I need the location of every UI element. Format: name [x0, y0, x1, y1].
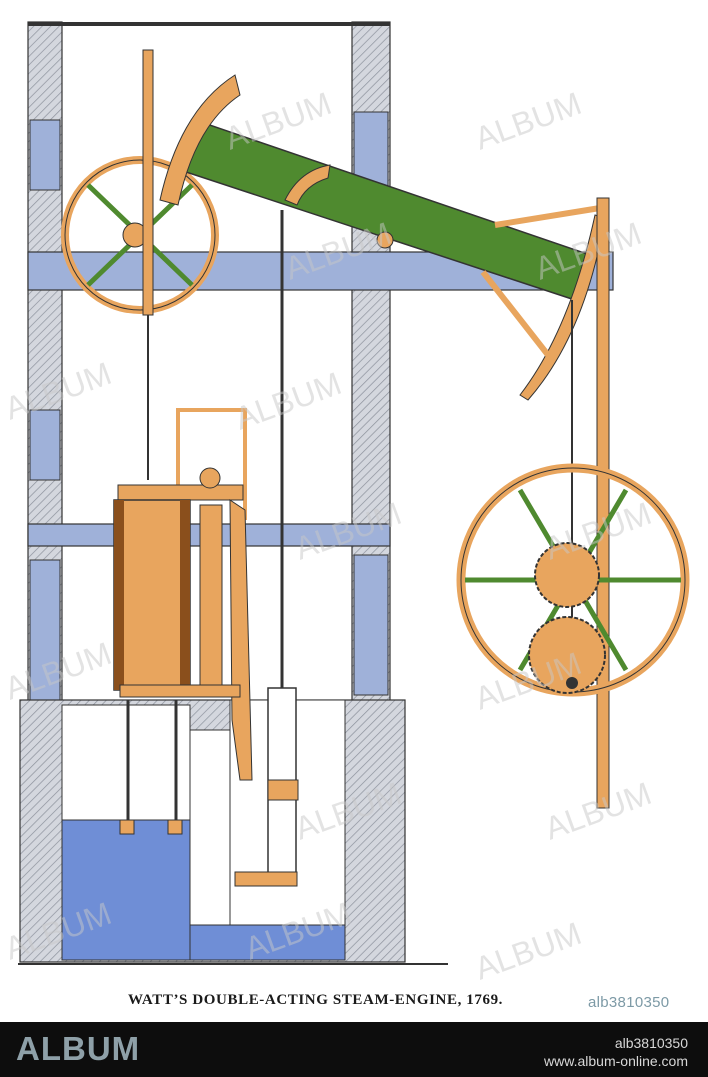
- left-pillar: [27, 21, 63, 703]
- footer-bar: ALBUM alb3810350 www.album-online.com: [0, 1022, 708, 1077]
- steam-engine-illustration: ALBUM ALBUM ALBUM ALBUM ALBUM ALBUM ALBU…: [0, 21, 690, 987]
- brand-logo[interactable]: ALBUM: [16, 1030, 141, 1067]
- right-flywheel: [456, 463, 690, 697]
- center-pillar: [351, 21, 391, 703]
- caption-title: WATT’S DOUBLE-ACTING STEAM-ENGINE, 1769.: [128, 992, 504, 1008]
- watermark: ALBUM: [230, 365, 346, 437]
- reference-id: alb3810350: [614, 1035, 688, 1051]
- image-id: alb3810350: [588, 994, 670, 1011]
- watermark: ALBUM: [470, 85, 586, 157]
- footer-reference: alb3810350 www.album-online.com: [544, 1034, 688, 1070]
- working-beam: [159, 74, 606, 401]
- top-lintel: [28, 22, 390, 26]
- cylinder: [113, 408, 253, 781]
- caption-area: WATT’S DOUBLE-ACTING STEAM-ENGINE, 1769.…: [0, 990, 708, 1020]
- website-link[interactable]: www.album-online.com: [544, 1053, 688, 1069]
- air-pump: [234, 687, 299, 887]
- watermark: ALBUM: [470, 915, 586, 987]
